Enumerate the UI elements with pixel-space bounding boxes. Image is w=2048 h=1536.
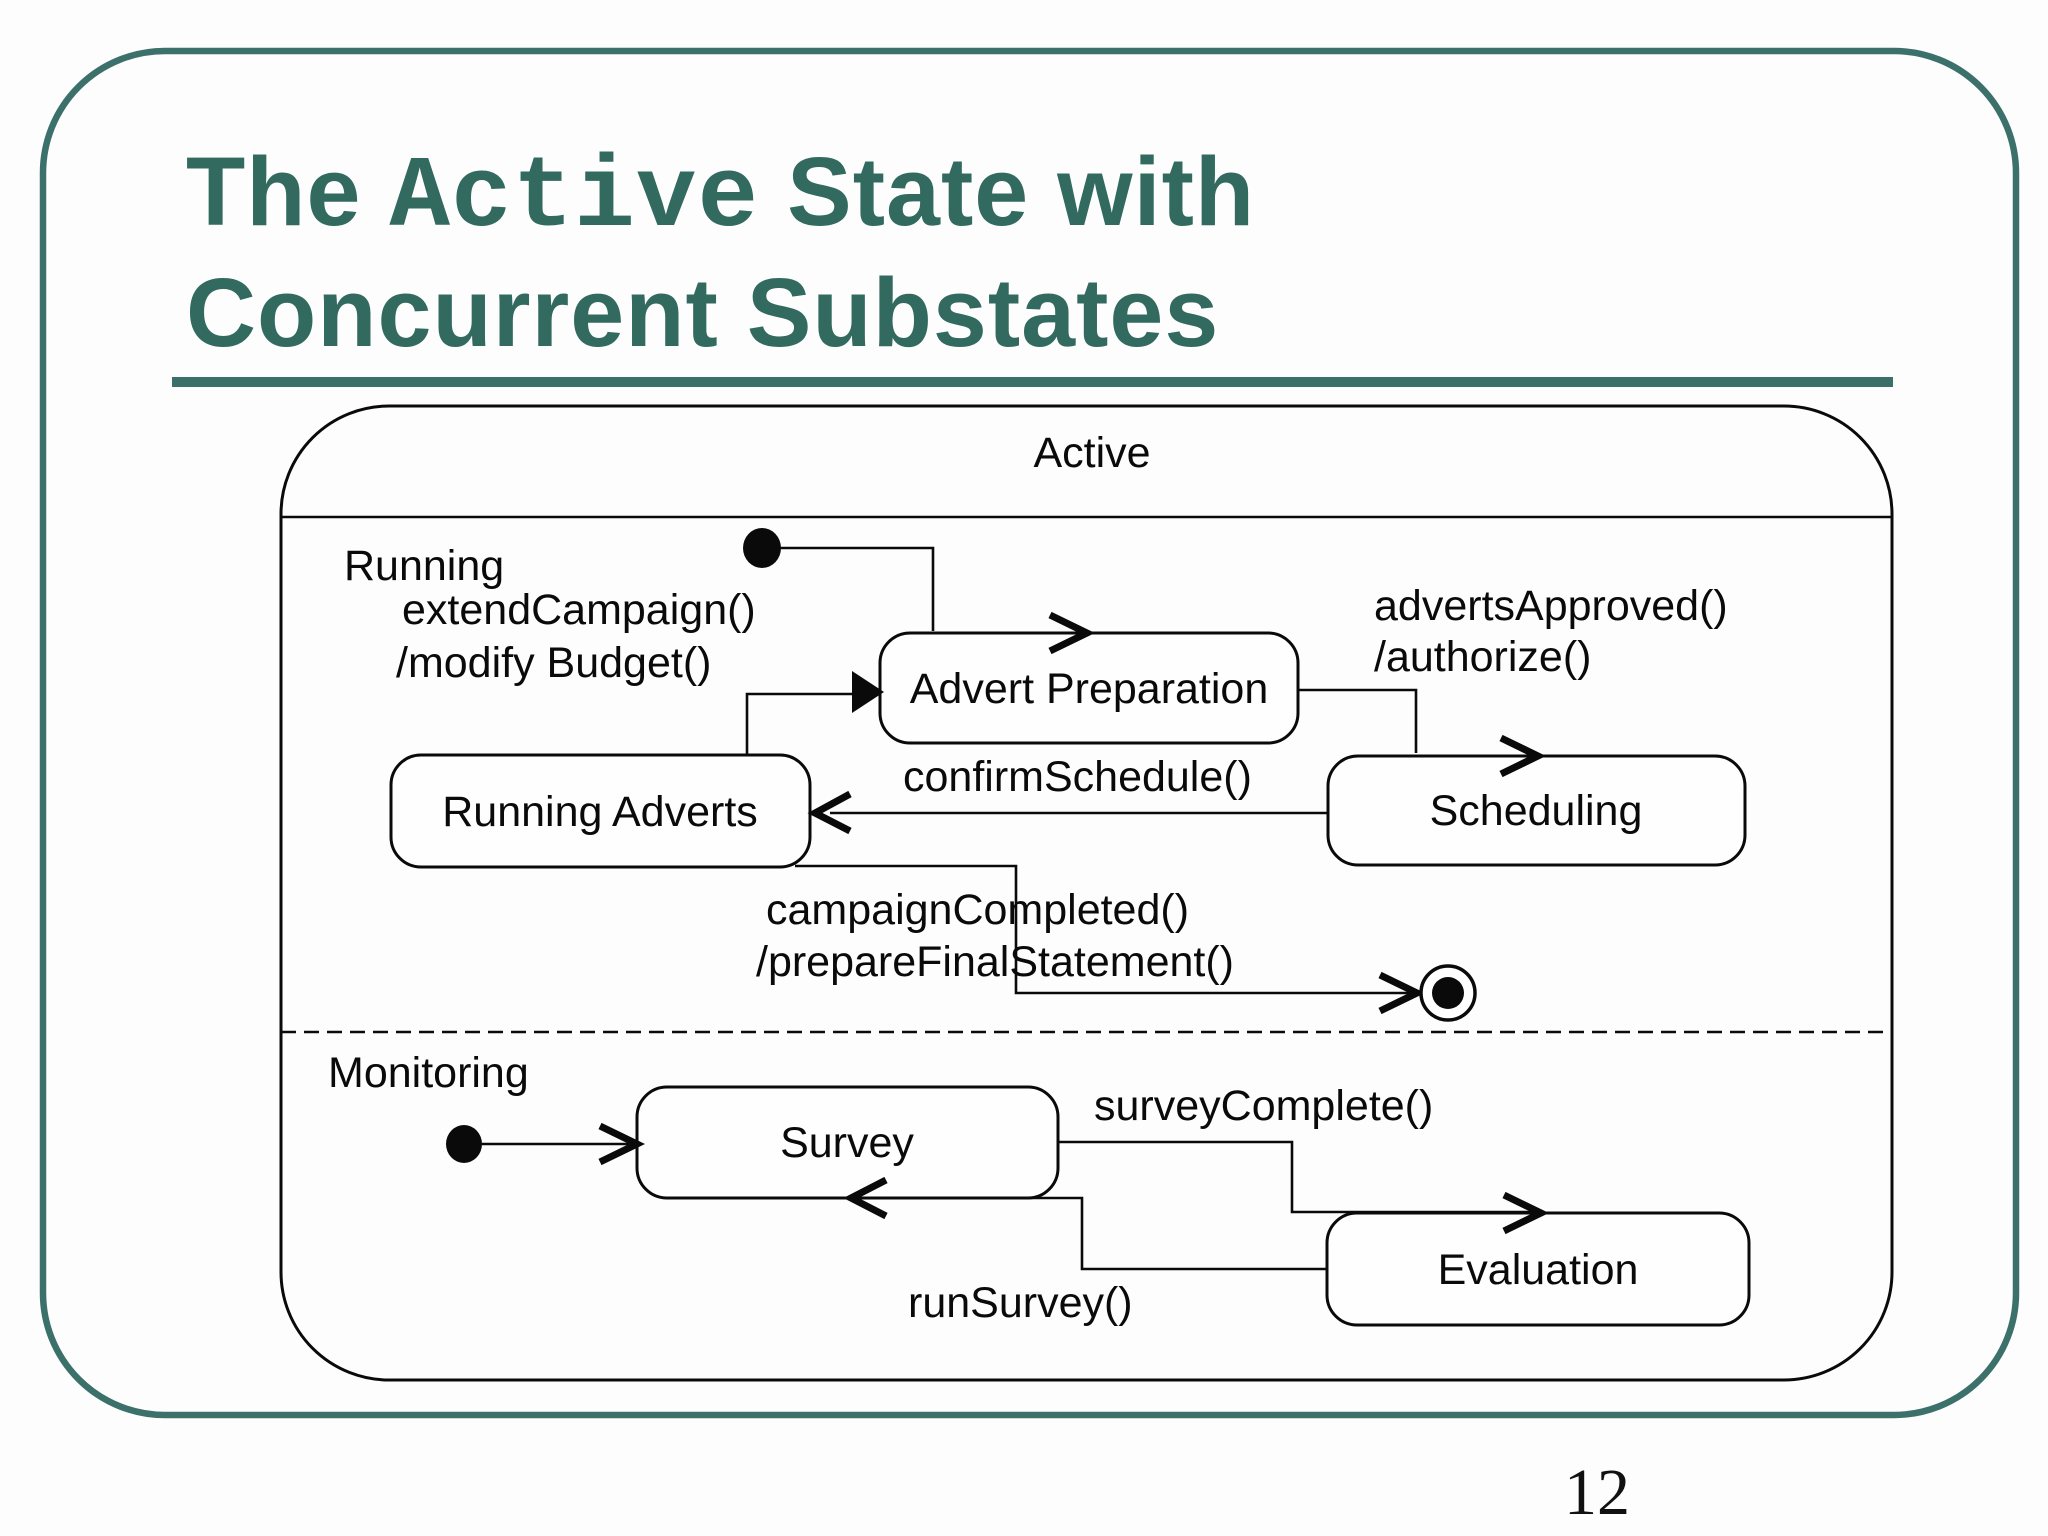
- initial-pseudostate-monitoring: [446, 1125, 482, 1163]
- transition-label-confirmschedule: confirmSchedule(): [903, 753, 1252, 801]
- arrowhead-into-survey-left: [598, 1122, 646, 1166]
- arrowhead-into-advert-preparation-top: [1048, 611, 1096, 655]
- active-state-box: [279, 404, 1894, 1382]
- transition-label-surveycomplete: surveyComplete(): [1094, 1082, 1433, 1130]
- arrowhead-into-scheduling-top: [1499, 734, 1547, 778]
- active-state-label: Active: [1033, 429, 1150, 477]
- transition-label-advertsapproved: advertsApproved(): [1374, 582, 1728, 630]
- title-part3: State with: [759, 137, 1256, 246]
- title-divider-rule: [172, 377, 1893, 387]
- slide-border-frame: [39, 47, 2020, 1419]
- final-state-inner-circle: [1432, 977, 1464, 1009]
- state-label-scheduling: Scheduling: [1430, 787, 1643, 835]
- arrowhead-into-survey-bottom: [843, 1176, 888, 1220]
- slide-title-line2: Concurrent Substates: [186, 258, 1220, 367]
- title-part2-mono: Active: [389, 142, 760, 256]
- transition-label-preparefinalstatement: /prepareFinalStatement(): [756, 938, 1234, 986]
- initial-pseudostate-running: [743, 528, 781, 568]
- page-number: 12: [1564, 1456, 1630, 1529]
- arrowhead-into-final-state: [1378, 971, 1426, 1015]
- transition-label-extendcampaign: extendCampaign(): [402, 586, 756, 634]
- transition-line-running-adverts-to-final: [795, 864, 1410, 995]
- region-label-running: Running: [344, 542, 504, 590]
- transition-label-runsurvey: runSurvey(): [908, 1279, 1133, 1327]
- arrowhead-into-running-adverts-right: [807, 790, 852, 835]
- state-label-evaluation: Evaluation: [1438, 1246, 1639, 1294]
- transition-line-advert-preparation-to-scheduling: [1294, 688, 1418, 753]
- transition-line-running-adverts-to-advert-preparation: [745, 692, 853, 754]
- arrowhead-into-evaluation-top: [1502, 1191, 1550, 1235]
- state-label-survey: Survey: [780, 1119, 914, 1167]
- state-label-running-adverts: Running Adverts: [442, 788, 758, 836]
- transition-line-initial-to-advert-preparation: [780, 546, 935, 631]
- transition-label-campaigncompleted: campaignCompleted(): [766, 886, 1189, 934]
- slide-title-line1: The Active State with: [186, 135, 1255, 256]
- transition-label-authorize: /authorize(): [1374, 633, 1591, 681]
- arrowhead-into-advert-preparation-left: [852, 671, 884, 713]
- slide-title: The Active State with Concurrent Substat…: [186, 135, 1255, 369]
- state-box-running-adverts: [389, 753, 812, 869]
- transition-line-survey-to-evaluation: [1058, 1140, 1530, 1214]
- transition-label-modifybudget: /modify Budget(): [396, 639, 711, 687]
- state-label-advert-preparation: Advert Preparation: [910, 665, 1269, 713]
- title-part1: The: [186, 137, 390, 246]
- transition-line-evaluation-to-survey: [856, 1196, 1327, 1271]
- region-label-monitoring: Monitoring: [328, 1049, 529, 1097]
